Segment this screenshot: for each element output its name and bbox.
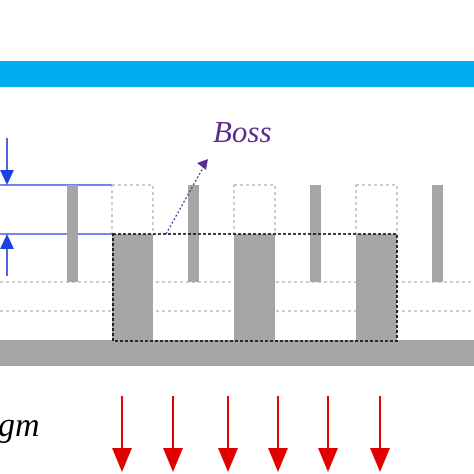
dimension-arrow-lower-icon [0, 234, 14, 249]
down-arrow-icon [268, 396, 288, 472]
outline-boss-3 [355, 184, 398, 236]
pillar-4 [432, 185, 443, 282]
dotted-arrow-icon [197, 159, 208, 170]
boss-pointer-line [165, 165, 205, 235]
down-arrow-icon [218, 396, 238, 472]
down-arrow-icon [112, 396, 132, 472]
down-arrow-icon [370, 396, 390, 472]
diaphragm-bar [0, 340, 474, 366]
force-arrows [112, 396, 390, 472]
boss-label: Boss [213, 114, 272, 149]
top-plate [0, 61, 474, 87]
pillar-1 [67, 185, 78, 282]
boss-highlight-outline [112, 233, 398, 342]
diaphragm-label: gm [0, 407, 40, 444]
boss-block-1 [112, 234, 153, 340]
down-arrow-icon [163, 396, 183, 472]
down-arrow-icon [318, 396, 338, 472]
boss-block-3 [356, 234, 397, 340]
boss-block-2 [234, 234, 275, 340]
outline-boss-2 [233, 184, 276, 236]
outline-boss-1 [111, 184, 154, 236]
dimension-arrow-upper-icon [0, 170, 14, 185]
